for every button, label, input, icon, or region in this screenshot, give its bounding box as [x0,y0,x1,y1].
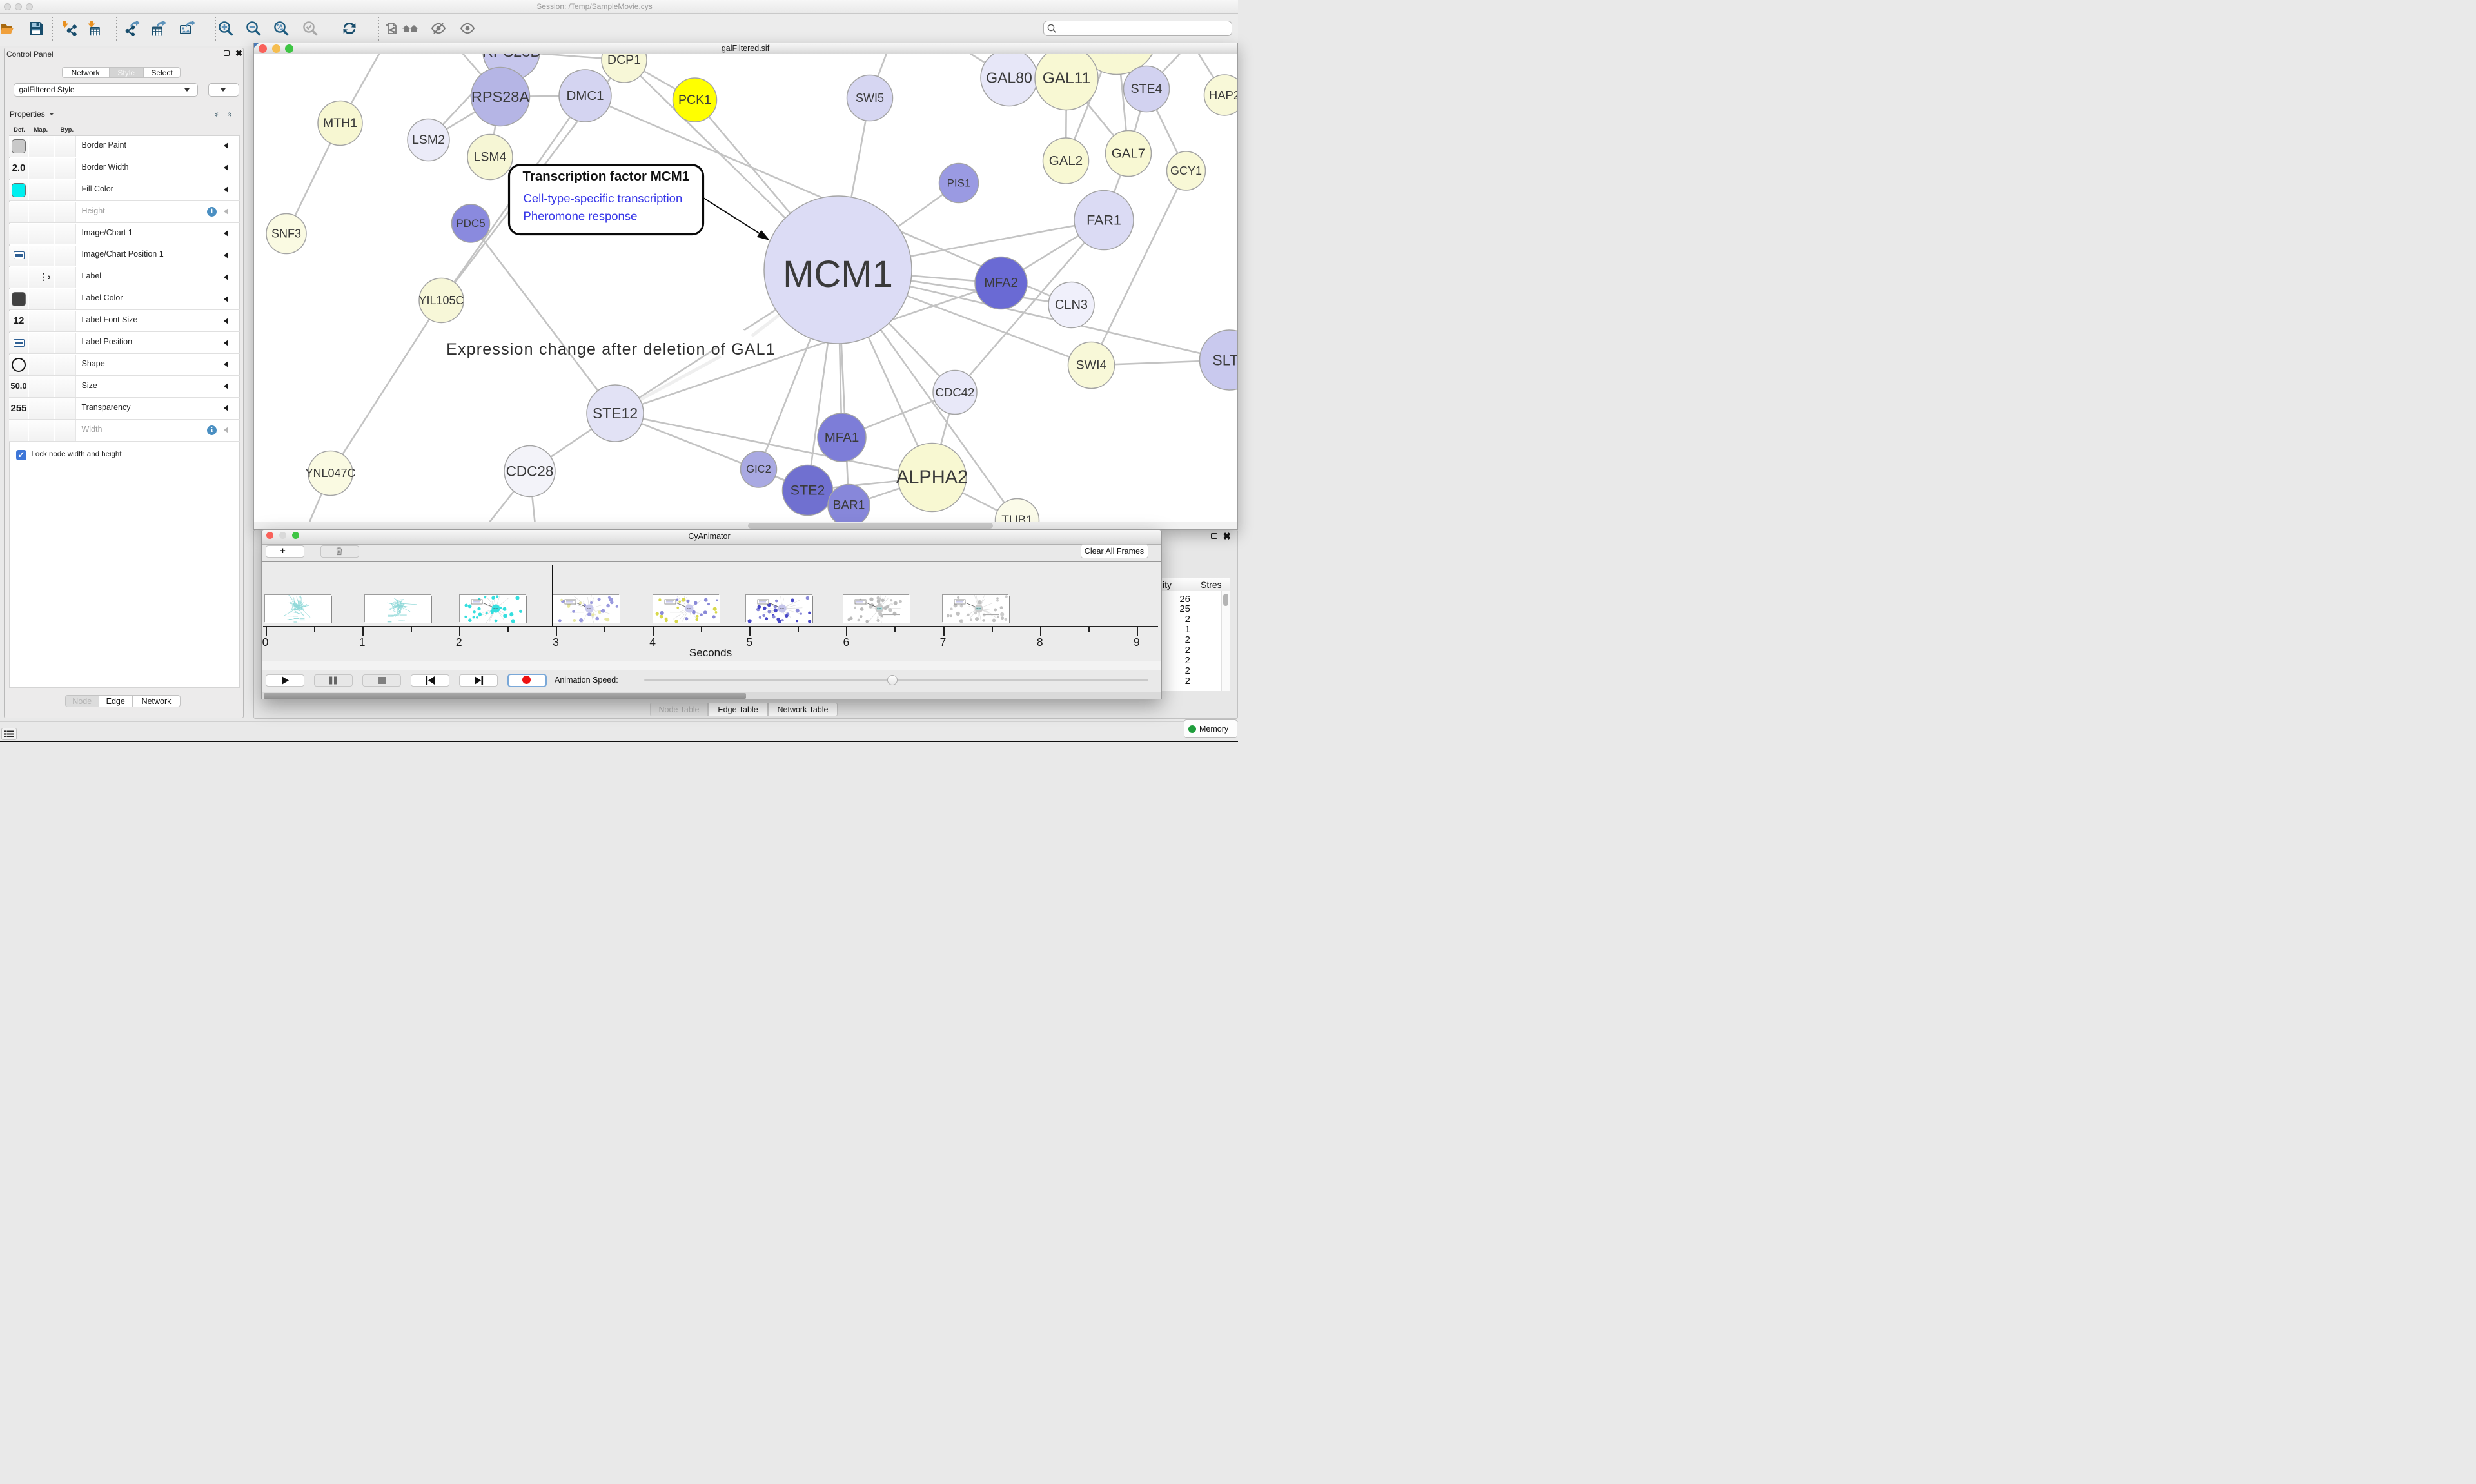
svg-text:Pheromone response: Pheromone response [523,210,637,223]
svg-text:MCM1: MCM1 [783,253,893,295]
svg-text:SWI5: SWI5 [855,92,883,104]
svg-text:MFA2: MFA2 [984,276,1017,290]
svg-text:STE4: STE4 [1130,82,1162,96]
svg-text:SWI4: SWI4 [1076,358,1106,373]
svg-text:GAL11: GAL11 [1042,70,1090,87]
svg-text:DCP1: DCP1 [607,54,640,67]
svg-text:SNF3: SNF3 [271,228,300,240]
svg-text:DMC1: DMC1 [566,88,604,103]
svg-text:BAR1: BAR1 [832,499,865,513]
svg-text:PCK1: PCK1 [678,93,711,107]
svg-text:FAR1: FAR1 [1086,213,1121,228]
svg-text:Cell-type-specific transcripti: Cell-type-specific transcription [523,191,682,205]
svg-text:MCM1: MCM1 [493,608,498,610]
svg-text:MCM1: MCM1 [877,608,881,610]
svg-text:MCM1: MCM1 [976,608,981,610]
svg-text:CDC28: CDC28 [506,464,553,480]
svg-text:RPS28B: RPS28B [482,54,540,60]
svg-text:CDC42: CDC42 [935,386,974,399]
svg-text:STE12: STE12 [592,405,637,422]
svg-text:MFA1: MFA1 [824,430,859,445]
svg-text:YNL047C: YNL047C [305,467,355,480]
svg-text:PDC5: PDC5 [456,217,485,229]
svg-text:ALPHA2: ALPHA2 [896,467,967,488]
svg-text:YIL105C: YIL105C [418,294,464,307]
svg-text:CLN3: CLN3 [1054,298,1087,312]
svg-text:MCM1: MCM1 [687,608,691,610]
svg-text:GAL80: GAL80 [986,70,1032,86]
svg-text:HAP2: HAP2 [1208,88,1237,102]
svg-text:STE2: STE2 [790,483,825,498]
svg-text:MCM1: MCM1 [587,608,591,610]
svg-text:MCM1: MCM1 [780,608,784,610]
svg-text:SLT2: SLT2 [1212,352,1237,369]
svg-text:Expression change after deleti: Expression change after deletion of GAL1 [446,340,776,358]
svg-text:RPS28A: RPS28A [471,88,529,105]
svg-text:GAL2: GAL2 [1048,153,1082,168]
svg-text:Transcription factor MCM1: Transcription factor MCM1 [522,169,689,184]
svg-text:GAL7: GAL7 [1111,146,1145,161]
svg-text:LSM2: LSM2 [412,133,445,147]
svg-text:GIC2: GIC2 [746,464,771,475]
svg-text:PIS1: PIS1 [947,177,970,190]
svg-text:MTH1: MTH1 [322,116,357,130]
svg-text:LSM4: LSM4 [473,150,506,164]
svg-text:GCY1: GCY1 [1170,164,1201,177]
